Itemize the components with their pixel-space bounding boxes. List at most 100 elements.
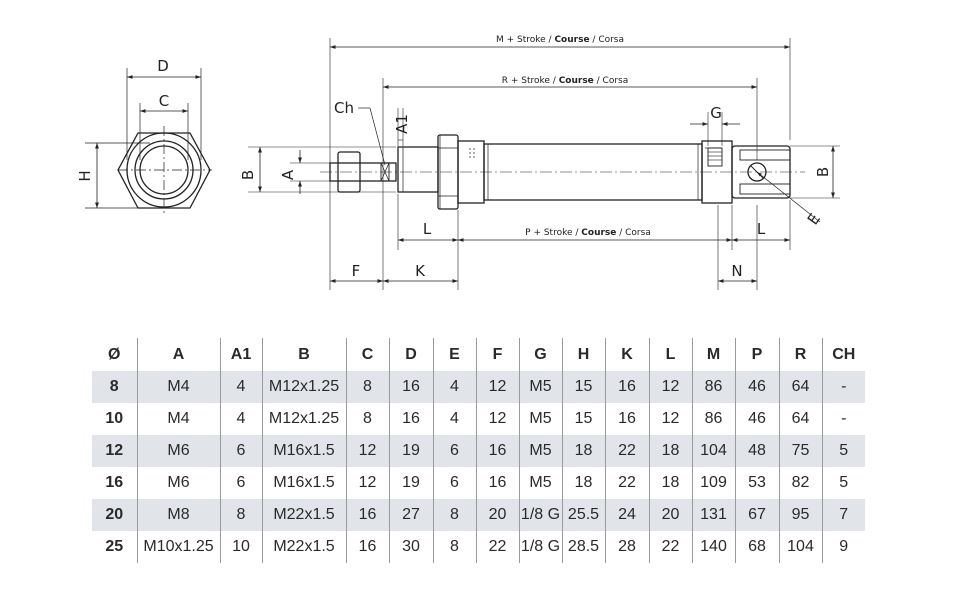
table-cell: M4	[136, 403, 220, 435]
table-cell: 82	[778, 467, 822, 499]
label-K: K	[415, 262, 426, 280]
table-cell: 16	[388, 403, 433, 435]
table-cell: 131	[691, 499, 735, 531]
table-cell: 19	[388, 435, 433, 467]
table-cell: 27	[388, 499, 433, 531]
table-cell: 53	[734, 467, 779, 499]
table-cell: 4	[432, 403, 476, 435]
table-cell: 48	[734, 435, 779, 467]
table-cell: M22x1.5	[261, 531, 346, 563]
table-cell: 12	[92, 435, 137, 467]
table-cell: 16	[388, 371, 433, 403]
table-cell: 68	[734, 531, 779, 563]
label-B-left: B	[239, 170, 257, 180]
header-cell: R	[778, 338, 822, 371]
table-cell: 10	[219, 531, 262, 563]
header-cell: B	[261, 338, 346, 371]
table-cell: 8	[219, 499, 262, 531]
table-header-row: Ø A A1 B C D E F G H K L M P R CH	[92, 338, 865, 371]
table-cell: 6	[432, 435, 476, 467]
table-cell: 25	[105, 538, 124, 555]
header-cell: F	[475, 338, 519, 371]
table-cell: 8	[345, 403, 389, 435]
table-cell: M16x1.5	[261, 435, 346, 467]
table-cell: -	[821, 403, 865, 435]
label-D: D	[157, 57, 169, 75]
table-cell: 12	[648, 371, 692, 403]
table-cell: 12	[345, 467, 389, 499]
table-cell: 18	[561, 467, 605, 499]
table-cell: 16	[345, 499, 389, 531]
table-cell: 18	[561, 435, 605, 467]
table-cell: 18	[648, 467, 692, 499]
label-A: A	[279, 169, 297, 180]
header-cell: Ø	[108, 345, 121, 363]
table-cell: 86	[691, 403, 735, 435]
header-cell: G	[518, 338, 562, 371]
table-cell: 5	[821, 467, 865, 499]
table-cell: 22	[475, 531, 519, 563]
table-cell: 4	[219, 371, 262, 403]
table-cell: 24	[604, 499, 649, 531]
table-cell: 6	[219, 467, 262, 499]
table-cell: 22	[604, 435, 649, 467]
table-cell: M12x1.25	[261, 371, 346, 403]
table-cell: 64	[778, 403, 822, 435]
table-cell: 18	[648, 435, 692, 467]
table-cell: 8	[92, 371, 137, 403]
table-cell: M6	[136, 467, 220, 499]
header-cell: D	[388, 338, 433, 371]
table-cell: 8	[432, 531, 476, 563]
header-cell: C	[345, 338, 389, 371]
table-cell: 12	[345, 435, 389, 467]
table-cell: 86	[691, 371, 735, 403]
table-cell: 95	[778, 499, 822, 531]
table-cell: M5	[518, 467, 562, 499]
dim-m-stroke: M + Stroke / Course / Corsa	[496, 35, 624, 45]
label-B-right: B	[814, 167, 832, 177]
table-cell: 19	[388, 467, 433, 499]
table-cell: M10x1.25	[136, 531, 220, 563]
table-cell: 20	[648, 499, 692, 531]
table-cell: 4	[432, 371, 476, 403]
table-cell: 16	[345, 531, 389, 563]
table-cell: 8	[345, 371, 389, 403]
label-G: G	[710, 104, 722, 122]
table-cell: 104	[778, 531, 822, 563]
table-cell: M16x1.5	[261, 467, 346, 499]
table-cell: 4	[219, 403, 262, 435]
header-cell: E	[432, 338, 476, 371]
dim-p-stroke: P + Stroke / Course / Corsa	[525, 228, 651, 238]
table-cell: 46	[734, 371, 779, 403]
label-L-left: L	[423, 220, 432, 238]
side-view	[320, 134, 805, 210]
header-cell: M	[691, 338, 735, 371]
table-cell: 12	[648, 403, 692, 435]
table-cell: M4	[136, 371, 220, 403]
label-L-right: L	[757, 220, 766, 238]
header-cell: P	[734, 338, 779, 371]
table-cell: 28.5	[561, 531, 605, 563]
dimension-lines	[248, 38, 840, 290]
label-F: F	[352, 262, 361, 280]
dim-r-stroke: R + Stroke / Course / Corsa	[502, 76, 629, 86]
table-cell: 7	[821, 499, 865, 531]
table-cell: 22	[604, 467, 649, 499]
header-cell: H	[561, 338, 605, 371]
header-cell: A1	[219, 338, 262, 371]
label-N: N	[731, 262, 742, 280]
table-cell: 109	[691, 467, 735, 499]
table-cell: 8	[432, 499, 476, 531]
front-view	[85, 68, 212, 214]
label-Ch: Ch	[334, 99, 354, 117]
table-cell: 20	[475, 499, 519, 531]
table-cell: 104	[691, 435, 735, 467]
table-cell: 140	[691, 531, 735, 563]
table-cell: 5	[821, 435, 865, 467]
table-cell: M5	[518, 403, 562, 435]
table-cell: 15	[561, 371, 605, 403]
table-cell: 22	[648, 531, 692, 563]
